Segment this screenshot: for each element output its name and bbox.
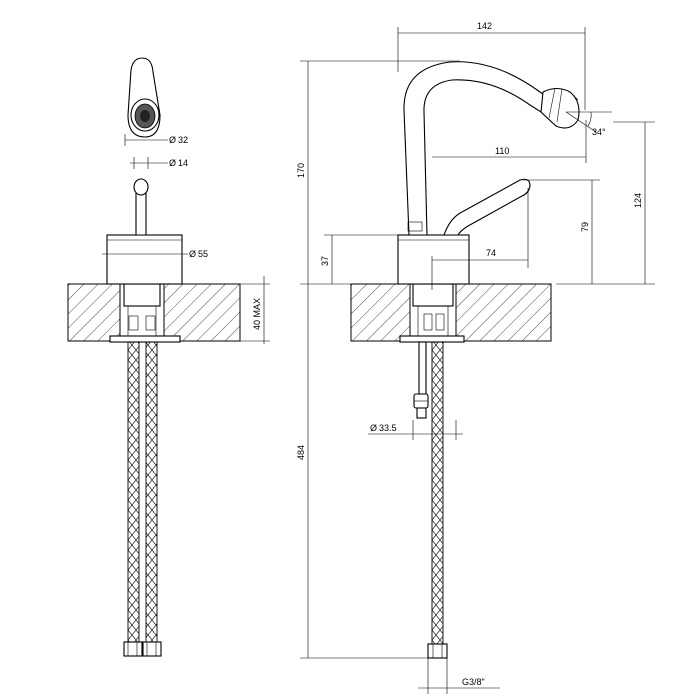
faucet-base-side: [397, 234, 470, 285]
dim-angle-34: 34°: [592, 127, 606, 137]
dim-diameter-55: 55: [198, 249, 208, 259]
dim-diameter-33-5: 33.5: [379, 423, 397, 433]
dim-diameter-33-5-symbol: Ø: [370, 423, 377, 433]
dim-diameter-14: 14: [178, 158, 188, 168]
dim-74: 74: [486, 248, 496, 258]
dim-diameter-14-symbol: Ø: [169, 158, 176, 168]
dim-40-max: 40 MAX: [252, 298, 262, 330]
dim-142: 142: [477, 21, 492, 31]
dim-thread-g3-8: G3/8": [462, 677, 485, 687]
dim-170: 170: [296, 163, 306, 178]
dim-79: 79: [580, 222, 590, 232]
flexible-hose-right: [145, 341, 158, 643]
dim-110: 110: [495, 146, 509, 156]
dim-484: 484: [296, 445, 306, 460]
dim-37: 37: [320, 256, 330, 266]
dim-diameter-55-symbol: Ø: [189, 249, 196, 259]
side-view: 142 34° 110 124 79 37 74 170: [296, 21, 655, 694]
dim-124: 124: [633, 193, 643, 208]
dim-diameter-32: 32: [178, 135, 188, 145]
dim-diameter-32-symbol: Ø: [169, 135, 176, 145]
lever-handle: [443, 178, 531, 236]
front-view: Ø 32 Ø 14 Ø 55 40 MAX: [67, 57, 270, 657]
side-hose: [431, 341, 444, 645]
aerator-head: [540, 87, 580, 129]
flexible-hose-left: [127, 341, 140, 643]
faucet-base-front: [106, 234, 183, 285]
